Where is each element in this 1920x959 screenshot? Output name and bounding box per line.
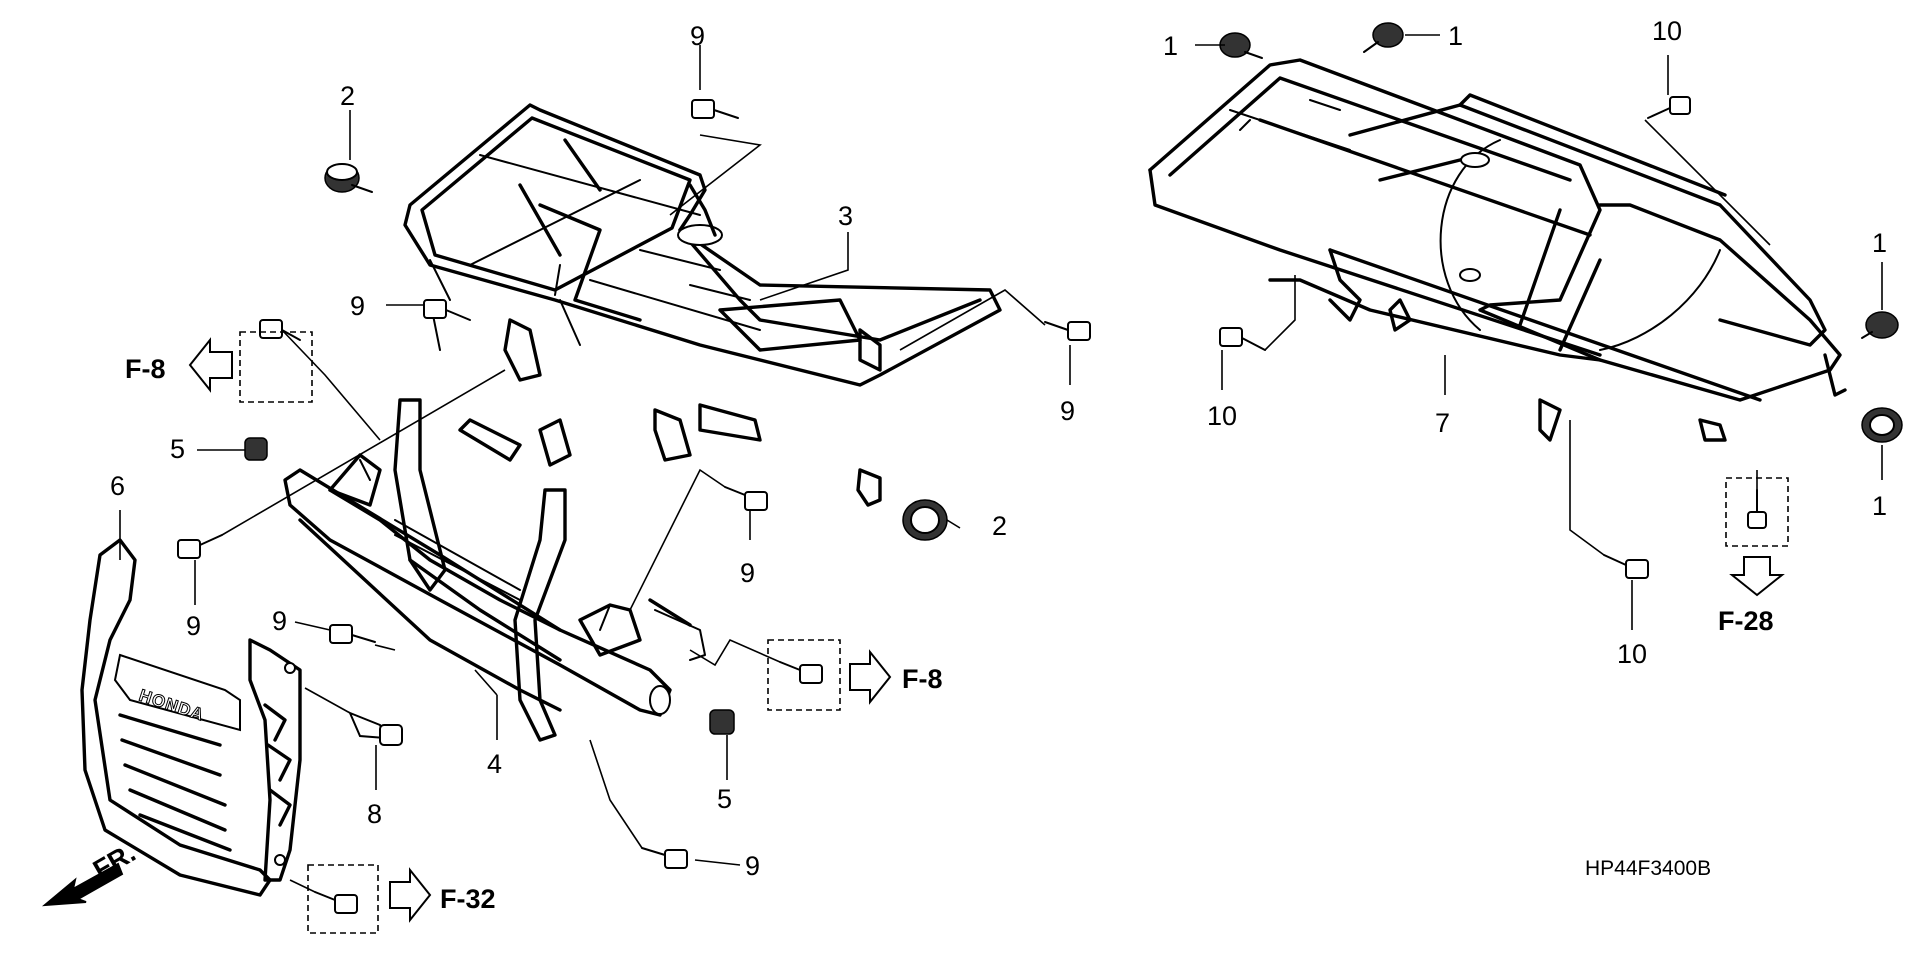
callout-10: 10 bbox=[1617, 639, 1647, 669]
callout-6: 6 bbox=[110, 471, 125, 501]
callout-1: 1 bbox=[1872, 228, 1887, 258]
callout-8: 8 bbox=[367, 799, 382, 829]
ref-label-f8: F-8 bbox=[125, 354, 166, 384]
callout-5: 5 bbox=[717, 784, 732, 814]
rubber-cap-1-topleft bbox=[1219, 32, 1263, 59]
callout-4: 4 bbox=[487, 749, 502, 779]
callout-9: 9 bbox=[186, 611, 201, 641]
callout-9: 9 bbox=[745, 851, 760, 881]
callout-3: 3 bbox=[838, 201, 853, 231]
callout-1: 1 bbox=[1448, 21, 1463, 51]
ref-label-f8: F-8 bbox=[902, 664, 943, 694]
bolt-ref-f8-left bbox=[259, 319, 301, 341]
fasteners bbox=[177, 22, 1903, 914]
rubber-cap-1-right-lower bbox=[1861, 407, 1903, 443]
diagram-code: HP44F3400B bbox=[1585, 857, 1711, 880]
ref-label-f32: F-32 bbox=[440, 884, 496, 914]
ref-box-f32 bbox=[307, 864, 379, 934]
callout-9: 9 bbox=[272, 606, 287, 636]
callout-2: 2 bbox=[340, 81, 355, 111]
leader-lines bbox=[119, 34, 1883, 893]
bolt-9-right bbox=[1044, 321, 1091, 341]
clip-8 bbox=[348, 711, 403, 746]
callout-7: 7 bbox=[1435, 408, 1450, 438]
bolt-5-bottom bbox=[709, 709, 735, 735]
rear-carrier-illustration bbox=[1148, 58, 1847, 442]
callout-9: 9 bbox=[350, 291, 365, 321]
bolt-9-left-lower bbox=[177, 534, 223, 559]
callout-1: 1 bbox=[1872, 491, 1887, 521]
arrow-right-icon bbox=[389, 867, 432, 923]
ref-box-f28 bbox=[1725, 477, 1789, 547]
front-bumper-illustration bbox=[283, 398, 706, 742]
bolt-10-left bbox=[1219, 327, 1266, 351]
callout-10: 10 bbox=[1207, 401, 1237, 431]
arrow-down-icon bbox=[1729, 556, 1785, 597]
bolt-5-left bbox=[244, 437, 268, 461]
bolt-10-bottom bbox=[1603, 554, 1649, 579]
rubber-cap-2-top bbox=[324, 163, 373, 193]
callout-9: 9 bbox=[690, 21, 705, 51]
bolt-ref-f32 bbox=[314, 891, 358, 914]
bolt-9-bottom bbox=[641, 847, 688, 869]
ref-label-f28: F-28 bbox=[1718, 606, 1774, 636]
rubber-cap-1-topmid bbox=[1363, 22, 1404, 53]
bolt-9-left-upper bbox=[423, 299, 471, 321]
rubber-cap-2-right bbox=[902, 499, 948, 541]
bolt-9-mid bbox=[329, 624, 376, 644]
front-carrier-illustration bbox=[403, 103, 1002, 507]
bolt-9-top bbox=[691, 99, 739, 119]
bolt-10-top bbox=[1647, 96, 1691, 119]
callout-1: 1 bbox=[1163, 31, 1178, 61]
callout-5: 5 bbox=[170, 434, 185, 464]
front-grille-illustration: HONDA bbox=[80, 538, 302, 897]
bolt-ref-f8-right bbox=[779, 661, 823, 684]
arrow-right-icon bbox=[849, 649, 892, 705]
ref-box-f8-right bbox=[767, 639, 841, 711]
bolt-9-center bbox=[724, 486, 768, 511]
arrow-left-icon bbox=[188, 337, 233, 393]
front-direction-arrow-icon bbox=[41, 862, 124, 907]
ref-box-f8-left bbox=[239, 331, 313, 403]
callout-9: 9 bbox=[740, 558, 755, 588]
rubber-cap-1-right-upper bbox=[1861, 311, 1899, 339]
callout-9: 9 bbox=[1060, 396, 1075, 426]
callout-10: 10 bbox=[1652, 16, 1682, 46]
bolt-ref-f28 bbox=[1747, 489, 1767, 529]
callout-2: 2 bbox=[992, 511, 1007, 541]
